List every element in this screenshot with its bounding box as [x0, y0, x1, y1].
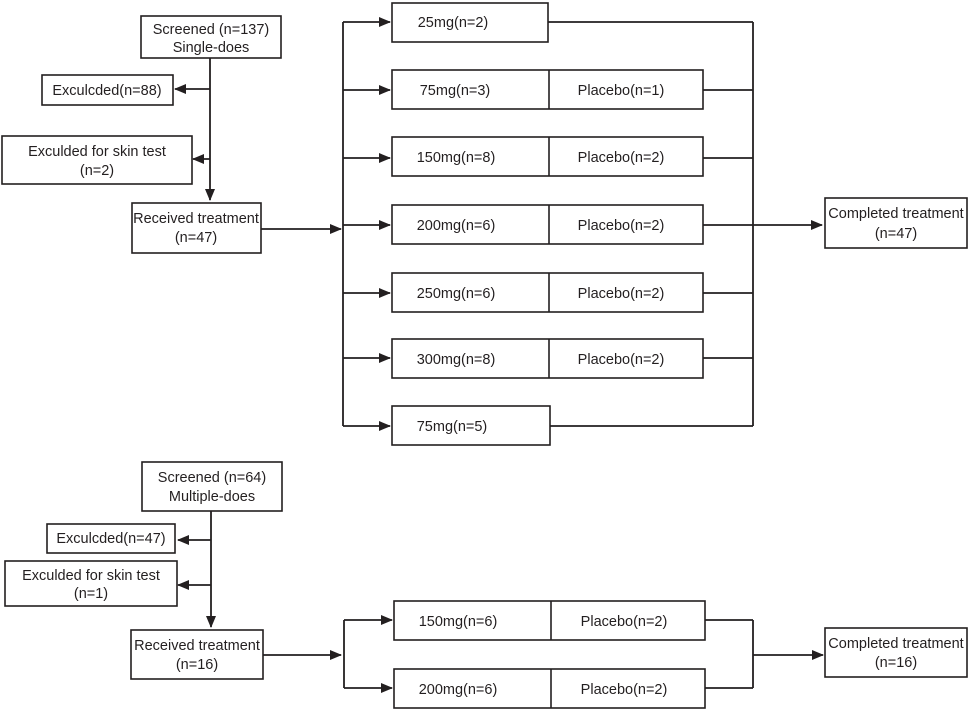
arm-dose-label: 25mg(n=2) [418, 15, 489, 31]
received-treatment-box: Received treatment (n=47) [131, 202, 262, 254]
arm-placebo-label: Placebo(n=2) [581, 682, 668, 698]
excluded-skin-test-box: Exculded for skin test (n=2) [1, 135, 193, 185]
completed-treatment-box: Completed treatment (n=16) [824, 627, 968, 678]
excluded-count: Exculcded(n=47) [56, 531, 165, 547]
received-treatment-label: Received treatment [134, 638, 260, 654]
excluded-skin-test-count: (n=1) [74, 586, 108, 602]
arm-25mg: 25mg(n=2) [391, 2, 549, 43]
arm-dose-label: 300mg(n=8) [417, 352, 496, 368]
screened-box: Screened (n=64) Multiple-does [141, 461, 283, 512]
arm-dose-label: 75mg(n=3) [420, 83, 491, 99]
arm-dose-label: 150mg(n=8) [417, 150, 496, 166]
completed-treatment-box: Completed treatment (n=47) [824, 197, 968, 249]
arm-placebo-label: Placebo(n=2) [578, 150, 665, 166]
arm-250mg: 250mg(n=6) Placebo(n=2) [391, 272, 704, 313]
completed-treatment-count: (n=47) [875, 226, 917, 242]
excluded-skin-test-label: Exculded for skin test [28, 144, 166, 160]
arm-150mg: 150mg(n=6) Placebo(n=2) [393, 600, 706, 641]
excluded-box: Exculcded(n=88) [41, 74, 174, 106]
excluded-skin-test-count: (n=2) [80, 163, 114, 179]
arm-dose-label: 200mg(n=6) [417, 218, 496, 234]
arm-200mg: 200mg(n=6) Placebo(n=2) [391, 204, 704, 245]
single-dose-section: Screened (n=137) Single-does Exculcded(n… [1, 2, 968, 446]
arm-placebo-label: Placebo(n=2) [581, 614, 668, 630]
arm-75mg: 75mg(n=3) Placebo(n=1) [391, 69, 704, 110]
arm-dose-label: 250mg(n=6) [417, 286, 496, 302]
screened-box: Screened (n=137) Single-does [140, 15, 282, 59]
arm-placebo-label: Placebo(n=1) [578, 83, 665, 99]
arm-dose-label: 150mg(n=6) [419, 614, 498, 630]
excluded-box: Exculcded(n=47) [46, 523, 176, 554]
screened-count: Screened (n=137) [153, 22, 269, 38]
excluded-count: Exculcded(n=88) [52, 83, 161, 99]
screened-group: Multiple-does [169, 489, 255, 505]
excluded-skin-test-box: Exculded for skin test (n=1) [4, 560, 178, 607]
arm-placebo-label: Placebo(n=2) [578, 286, 665, 302]
completed-treatment-label: Completed treatment [828, 206, 963, 222]
received-treatment-count: (n=16) [176, 657, 218, 673]
arm-200mg: 200mg(n=6) Placebo(n=2) [393, 668, 706, 709]
received-treatment-count: (n=47) [175, 230, 217, 246]
screened-count: Screened (n=64) [158, 470, 266, 486]
arm-150mg: 150mg(n=8) Placebo(n=2) [391, 136, 704, 177]
arm-300mg: 300mg(n=8) Placebo(n=2) [391, 338, 704, 379]
arm-dose-label: 200mg(n=6) [419, 682, 498, 698]
arm-placebo-label: Placebo(n=2) [578, 352, 665, 368]
completed-treatment-count: (n=16) [875, 655, 917, 671]
multiple-dose-section: Screened (n=64) Multiple-does Exculcded(… [4, 461, 968, 709]
completed-treatment-label: Completed treatment [828, 636, 963, 652]
excluded-skin-test-label: Exculded for skin test [22, 568, 160, 584]
arm-placebo-label: Placebo(n=2) [578, 218, 665, 234]
screened-group: Single-does [173, 40, 250, 56]
arm-dose-label: 75mg(n=5) [417, 419, 488, 435]
received-treatment-box: Received treatment (n=16) [130, 629, 264, 680]
arm-75mg-second: 75mg(n=5) [391, 405, 551, 446]
received-treatment-label: Received treatment [133, 211, 259, 227]
